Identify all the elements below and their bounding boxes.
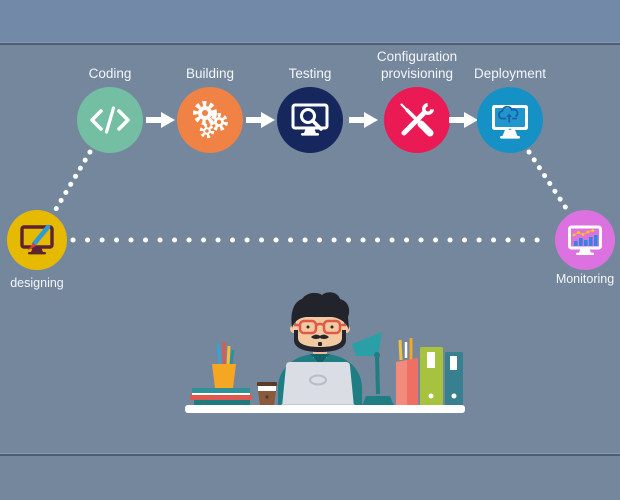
stage-node-configuration-provisioning xyxy=(384,87,450,153)
monitor-analytics-icon xyxy=(568,225,602,255)
stage-label-text: Building xyxy=(185,65,235,81)
stage-label-text: designing xyxy=(10,276,64,290)
green-binder xyxy=(420,347,443,406)
connector-coding-designing xyxy=(53,149,93,212)
gears-icon xyxy=(193,101,228,139)
coffee-cup xyxy=(257,382,277,405)
monitor-magnifier-icon xyxy=(291,103,329,136)
bottom-divider xyxy=(0,453,620,456)
stage-node-testing xyxy=(277,87,343,153)
top-band xyxy=(0,0,620,42)
arrow-right-icon xyxy=(349,112,378,128)
stage-label-coding: Coding xyxy=(40,44,180,82)
stage-label-text: Testing xyxy=(288,65,332,81)
stage-label-monitoring: Monitoring xyxy=(540,272,620,286)
bar-chart-icon xyxy=(574,235,598,246)
desk xyxy=(185,405,465,413)
stage-node-monitoring xyxy=(555,210,615,270)
pencil-holder xyxy=(396,338,418,405)
stage-label-text: Monitoring xyxy=(555,272,615,286)
stage-node-coding xyxy=(77,87,143,153)
stage-label-designing: designing xyxy=(0,276,82,290)
wrench-screwdriver-icon xyxy=(400,102,435,137)
stage-node-building xyxy=(177,87,243,153)
hair xyxy=(291,292,350,330)
arrow-right-icon xyxy=(146,112,175,128)
monitor-paintbrush-icon xyxy=(20,224,54,255)
blue-binder xyxy=(445,352,463,406)
desk-lamp xyxy=(352,332,394,406)
connector-deployment-monitoring xyxy=(526,149,569,211)
arrow-right-icon xyxy=(449,112,478,128)
stage-node-deployment xyxy=(477,87,543,153)
stage-label-text: Deployment xyxy=(473,65,547,81)
glasses-icon xyxy=(294,319,346,335)
pencil-cup xyxy=(212,342,236,388)
line-chart-icon xyxy=(572,229,595,237)
stage-label-building: Building xyxy=(140,44,280,82)
stage-label-testing: Testing xyxy=(240,44,380,82)
top-divider xyxy=(0,42,620,45)
stage-label-configuration-provisioning: Configuration provisioning xyxy=(347,44,487,82)
developer-at-desk-illustration xyxy=(185,292,465,413)
code-icon xyxy=(90,106,130,134)
stage-label-text: Coding xyxy=(88,65,132,81)
laptop xyxy=(281,362,355,408)
arrow-right-icon xyxy=(246,112,275,128)
stage-label-deployment: Deployment xyxy=(440,44,580,82)
stage-label-text: Configuration provisioning xyxy=(376,49,458,81)
monitor-cloud-upload-icon xyxy=(492,105,528,139)
book-stack xyxy=(190,388,252,405)
stage-node-designing xyxy=(7,210,67,270)
